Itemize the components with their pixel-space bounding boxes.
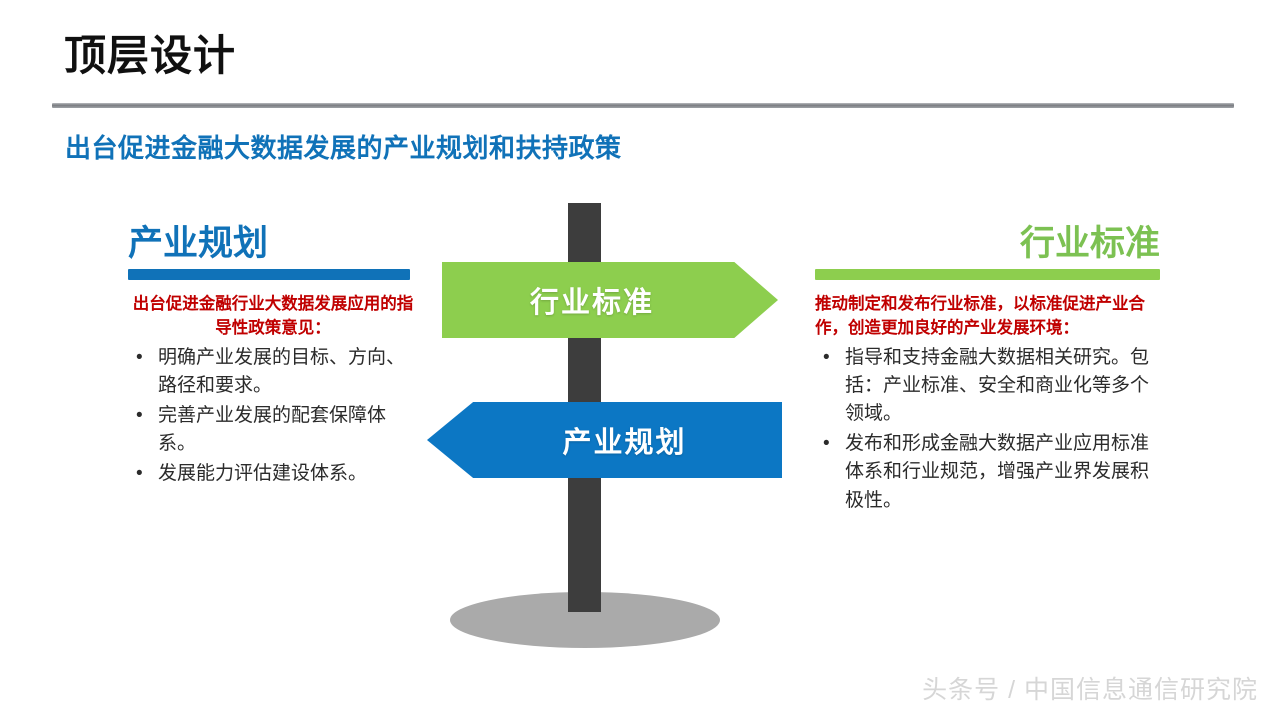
bullet-marker-icon: • xyxy=(136,405,143,427)
page-title: 顶层设计 xyxy=(64,32,237,79)
title-divider xyxy=(52,103,1234,108)
list-item-text: 发布和形成金融大数据产业应用标准体系和行业规范，增强产业界发展积极性。 xyxy=(845,433,1150,511)
list-item-text: 明确产业发展的目标、方向、路径和要求。 xyxy=(158,347,406,397)
right-column: 行业标准 推动制定和发布行业标准，以标准促进产业合作，创造更加良好的产业发展环境… xyxy=(815,224,1160,515)
signpost-green-label: 行业标准 xyxy=(529,287,654,319)
list-item: • 明确产业发展的目标、方向、路径和要求。 xyxy=(128,344,418,400)
left-column-lead-text: 出台促进金融行业大数据发展应用的指导性政策意见： xyxy=(132,295,414,337)
page-subtitle: 出台促进金融大数据发展的产业规划和扶持政策 xyxy=(65,133,622,163)
bullet-marker-icon: • xyxy=(823,347,830,369)
list-item: • 发布和形成金融大数据产业应用标准体系和行业规范，增强产业界发展积极性。 xyxy=(815,430,1160,514)
bullet-marker-icon: • xyxy=(136,463,143,485)
left-column-heading: 产业规划 xyxy=(128,224,269,263)
footer-watermark: 头条号 / 中国信息通信研究院 xyxy=(922,676,1258,704)
left-column: 产业规划 出台促进金融行业大数据发展应用的指导性政策意见： • 明确产业发展的目… xyxy=(128,224,418,489)
left-column-rule xyxy=(128,269,410,281)
right-column-lead-text: 推动制定和发布行业标准，以标准促进产业合作，创造更加良好的产业发展环境： xyxy=(815,295,1145,337)
signpost-arrow-left-industry-plan: 产业规划 xyxy=(427,402,782,478)
right-column-rule xyxy=(815,269,1160,281)
bullet-marker-icon: • xyxy=(823,433,830,455)
list-item: • 发展能力评估建设体系。 xyxy=(128,460,418,488)
list-item: • 完善产业发展的配套保障体系。 xyxy=(128,402,418,458)
right-column-heading: 行业标准 xyxy=(1019,224,1160,263)
bullet-marker-icon: • xyxy=(136,347,143,369)
list-item-text: 指导和支持金融大数据相关研究。包括：产业标准、安全和商业化等多个领域。 xyxy=(845,347,1150,425)
list-item-text: 发展能力评估建设体系。 xyxy=(158,463,368,485)
right-column-bullet-list: • 指导和支持金融大数据相关研究。包括：产业标准、安全和商业化等多个领域。 • … xyxy=(815,344,1160,515)
list-item: • 指导和支持金融大数据相关研究。包括：产业标准、安全和商业化等多个领域。 xyxy=(815,344,1160,428)
list-item-text: 完善产业发展的配套保障体系。 xyxy=(158,405,387,455)
signpost-blue-label: 产业规划 xyxy=(562,427,687,459)
signpost-arrow-right-industry-standard: 行业标准 xyxy=(442,262,778,338)
left-column-bullet-list: • 明确产业发展的目标、方向、路径和要求。 • 完善产业发展的配套保障体系。 •… xyxy=(128,344,418,489)
